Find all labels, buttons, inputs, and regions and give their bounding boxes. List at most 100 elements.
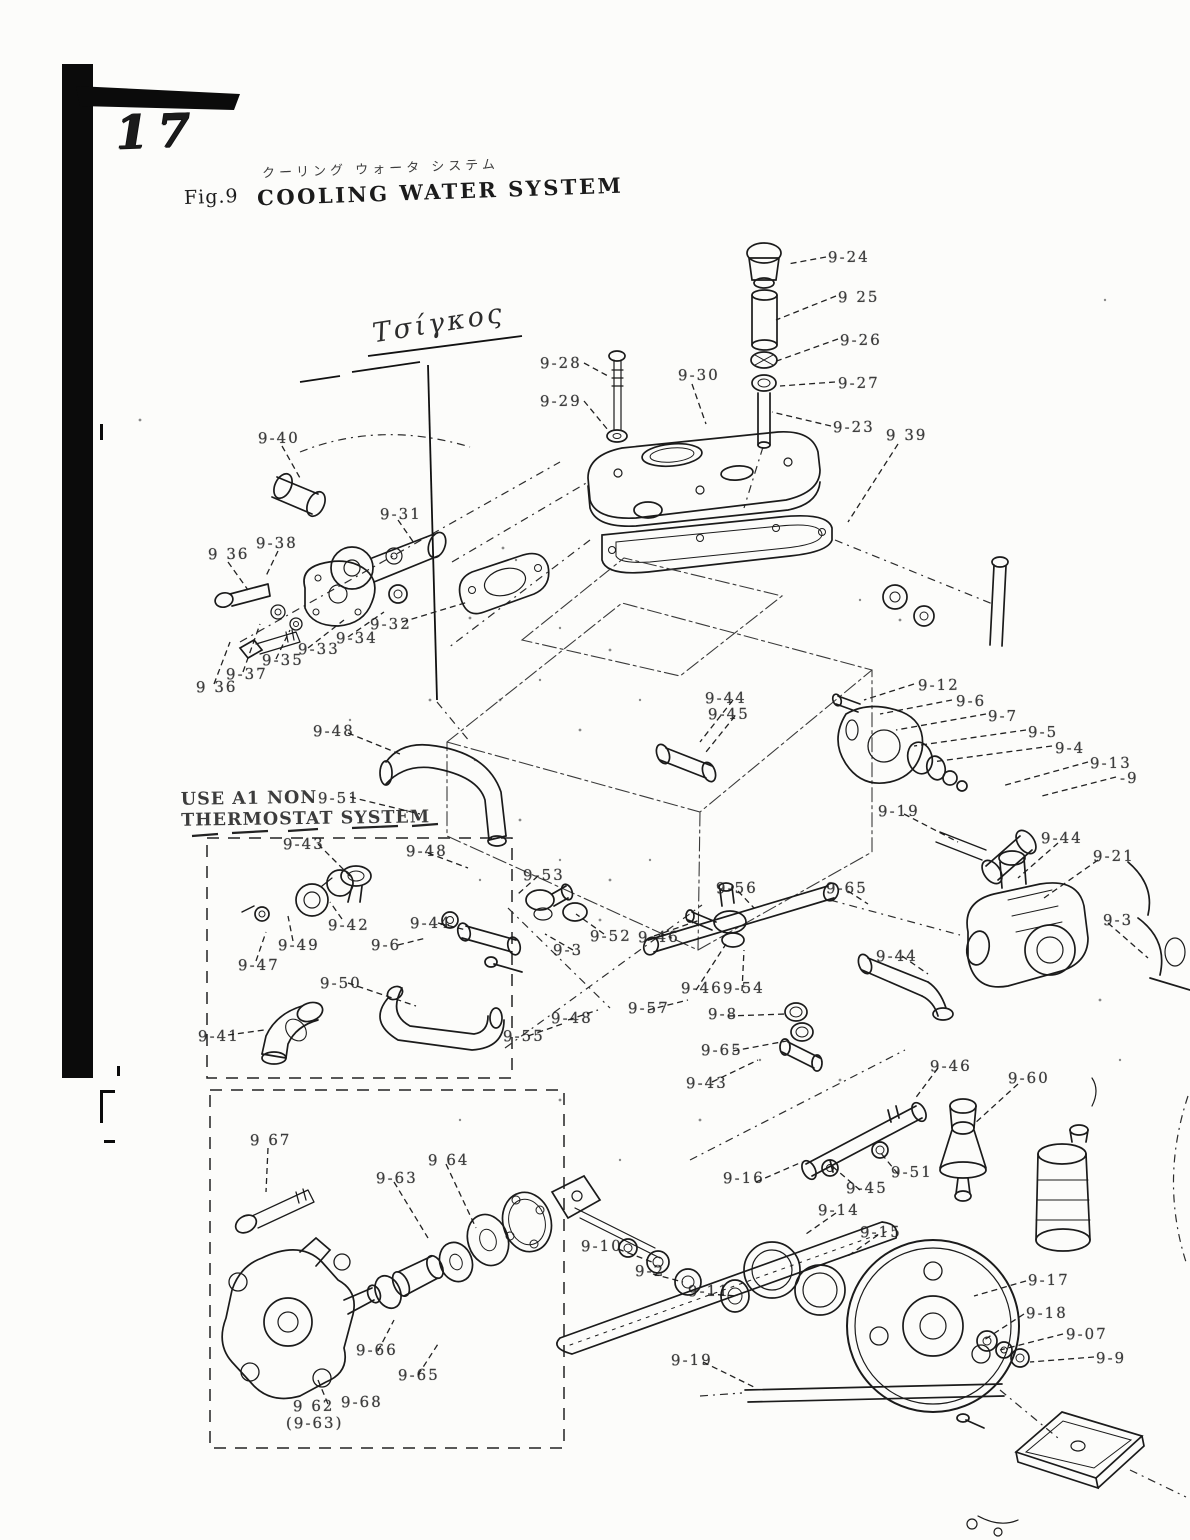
pump-exploded	[831, 693, 987, 861]
part-label: 9-46	[680, 978, 723, 998]
part-label: 9-6	[955, 691, 987, 711]
flange-group	[214, 531, 550, 660]
water-pump-box	[209, 1089, 565, 1449]
part-label: 9-29	[539, 391, 582, 411]
part-label: 9-63	[375, 1168, 418, 1188]
part-label: 9 25	[837, 287, 880, 307]
pipe-56-tee	[642, 882, 840, 1072]
non-thermostat-box	[206, 837, 513, 1079]
part-label: 9-17	[1027, 1270, 1070, 1290]
part-label: 9-42	[327, 915, 370, 935]
part-label: 9-8	[707, 1004, 739, 1024]
part-label: 9-24	[827, 247, 870, 267]
thermostat-parts	[241, 865, 505, 1065]
part-label: -9	[1119, 768, 1139, 788]
part-label: 9-28	[539, 353, 582, 373]
part-label: 9-56	[715, 878, 758, 898]
bypass-hose-48	[379, 743, 507, 847]
part-label: 9-48	[405, 841, 448, 861]
part-label: 9-3	[552, 940, 584, 960]
part-label: 9-16	[722, 1168, 765, 1188]
part-label: 9-26	[839, 330, 882, 350]
part-label: 9-21	[1092, 846, 1135, 866]
part-label: 9-35	[261, 650, 304, 670]
part-label: 9-49	[277, 935, 320, 955]
part-label: 9 36	[195, 677, 238, 697]
part-label: 9-41	[197, 1026, 240, 1046]
part-label: 9-10	[580, 1236, 623, 1256]
part-label: 9-4	[1054, 738, 1086, 758]
part-label: 9 39	[885, 425, 928, 445]
part-label: 9-23	[832, 417, 875, 437]
part-label: 9-27	[837, 373, 880, 393]
part-label: 9-18	[1025, 1303, 1068, 1323]
part-label: 9-19	[877, 801, 920, 821]
pump-housing	[857, 829, 1190, 1021]
part-label: 9-46	[637, 927, 680, 947]
cover-and-gasket	[587, 431, 833, 574]
part-label: 9-33	[297, 639, 340, 659]
part-label: 9-11	[687, 1281, 730, 1301]
part-label: 9-14	[817, 1200, 860, 1220]
block-fittings	[882, 556, 1009, 647]
leader-lines	[213, 256, 1149, 1405]
side-cover-plate	[956, 1411, 1145, 1537]
part-label: 9-54	[722, 978, 765, 998]
part-label: 9-44	[409, 913, 452, 933]
part-label: 9-30	[677, 365, 720, 385]
part-label: 9-48	[312, 721, 355, 741]
part-label: 9-07	[1065, 1324, 1108, 1344]
part-label: 9-40	[257, 428, 300, 448]
hose-40	[271, 472, 326, 518]
part-label: 9-52	[589, 926, 632, 946]
parts-art	[214, 242, 1190, 1537]
part-label: 9 67	[249, 1130, 292, 1150]
part-label: 9-43	[282, 834, 325, 854]
part-label: 9-44	[875, 946, 918, 966]
part-label: 9-65	[397, 1365, 440, 1385]
part-label: 9-5	[1027, 722, 1059, 742]
scan-noise	[138, 298, 1122, 1162]
part-label: 9-51	[890, 1162, 933, 1182]
part-label: 9-6	[370, 935, 402, 955]
part-label: 9 62	[292, 1396, 335, 1416]
part-label: 9-68	[340, 1392, 383, 1412]
part-label: 9-55	[502, 1026, 545, 1046]
part-label: 9-46	[929, 1056, 972, 1076]
filler-cap-assembly	[746, 242, 782, 449]
fan-drive	[556, 1098, 1030, 1413]
part-label: 9-12	[917, 675, 960, 695]
part-label: 9-48	[550, 1008, 593, 1028]
scan-artifact-bar	[62, 64, 240, 1143]
part-label: 9-38	[255, 533, 298, 553]
part-label: 9-44	[1040, 828, 1083, 848]
part-label: 9-7	[987, 706, 1019, 726]
part-label: 9-60	[1007, 1068, 1050, 1088]
part-label: 9-47	[237, 955, 280, 975]
part-label: 9-31	[379, 504, 422, 524]
part-label: 9-43	[685, 1073, 728, 1093]
cover-stud	[606, 350, 628, 443]
part-label: 9-3	[1102, 910, 1134, 930]
part-label: 9-66	[355, 1340, 398, 1360]
part-label: 9-2	[634, 1261, 666, 1281]
part-label: 9 64	[427, 1150, 470, 1170]
part-label: 9-57	[627, 998, 670, 1018]
part-label: 9-53	[522, 865, 565, 885]
breather-assembly	[1035, 1077, 1097, 1252]
part-label: 9-45	[707, 704, 750, 724]
inset-boxes	[206, 837, 565, 1449]
part-label: 9-19	[670, 1350, 713, 1370]
part-label: 9-65	[700, 1040, 743, 1060]
part-label: 9-15	[859, 1222, 902, 1242]
part-label: 9-50	[319, 973, 362, 993]
part-label: 9 36	[207, 544, 250, 564]
engine-block-outline	[446, 557, 873, 951]
part-label: 9-65	[825, 878, 868, 898]
part-label: 9-51	[317, 788, 360, 808]
hose-44-45	[655, 743, 717, 783]
part-label: (9-63)	[285, 1413, 344, 1433]
